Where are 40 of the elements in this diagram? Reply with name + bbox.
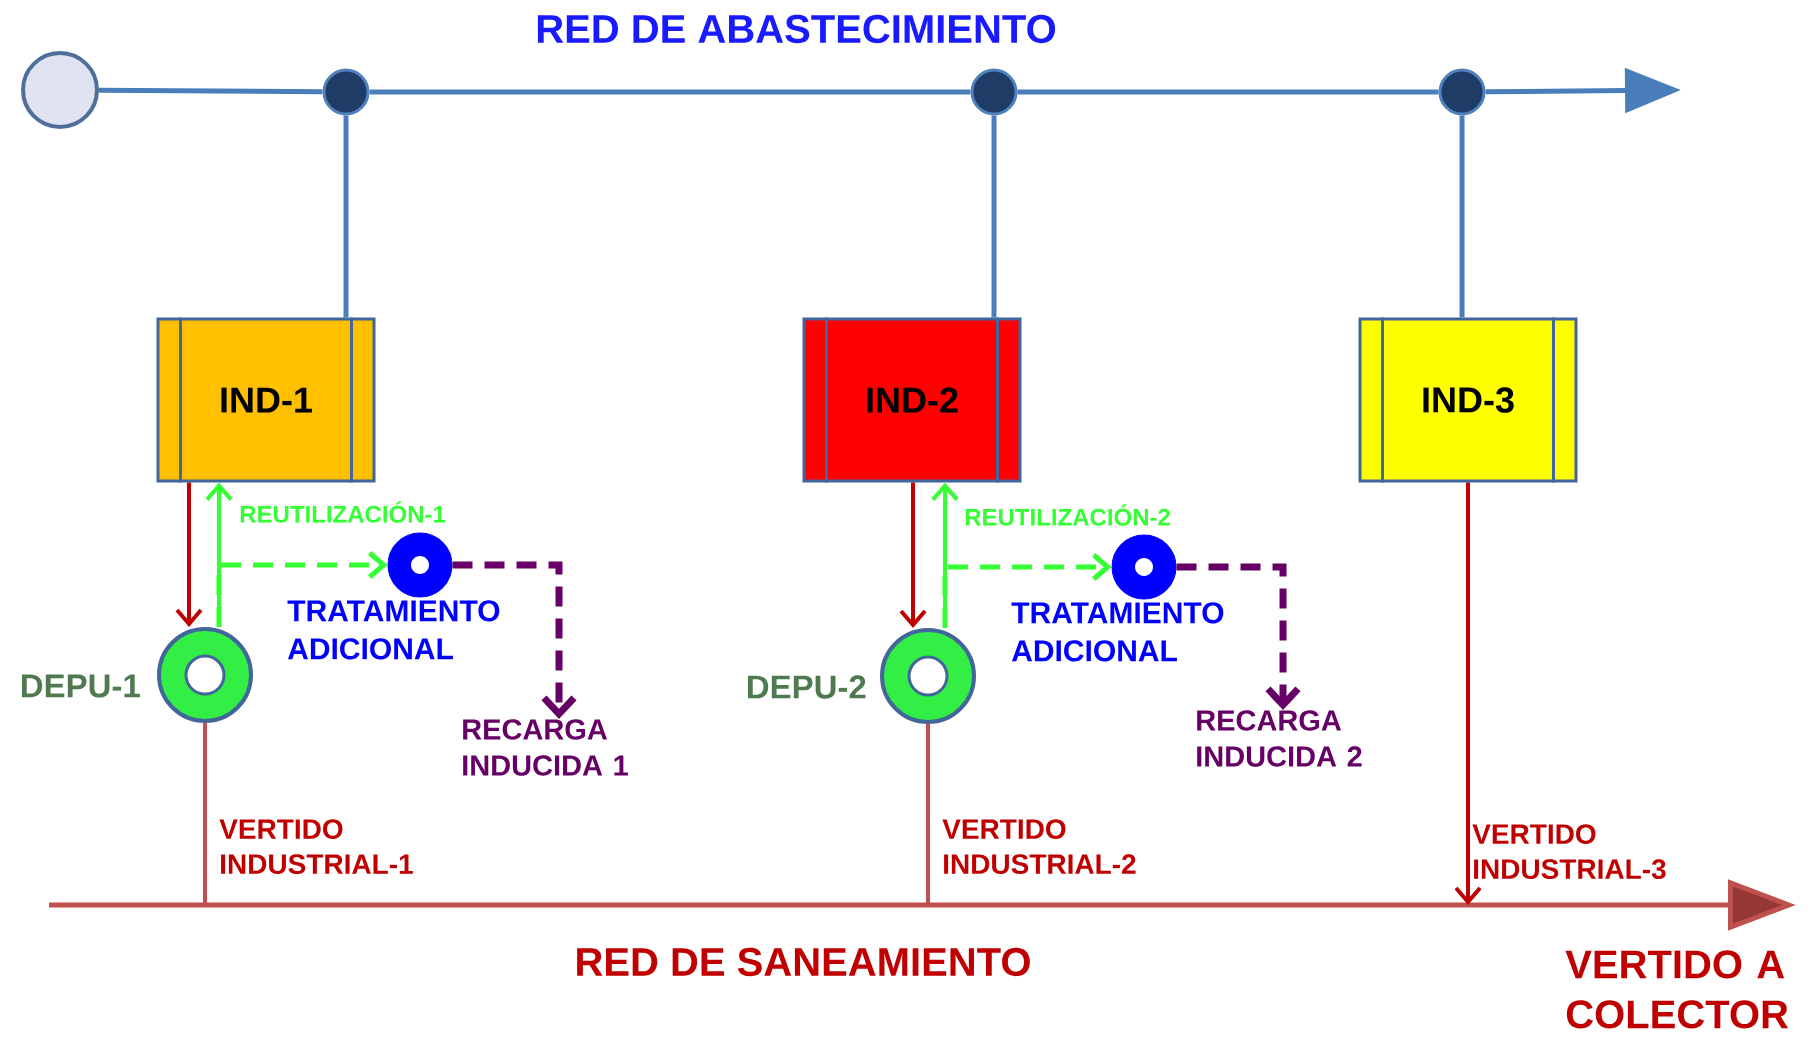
junction-dot: [970, 68, 1018, 116]
pipe-line: [1459, 115, 1465, 318]
industry-box: IND-3: [1358, 317, 1578, 483]
pipe-line: [926, 724, 930, 905]
node-caption: DEPU-1: [22, 674, 140, 698]
treatment-ring: [387, 532, 453, 598]
pipe-line: [98, 87, 323, 95]
edge-label: REUTILIZACIÓN-1: [240, 501, 446, 523]
node-caption: TRATAMIENTO ADICIONAL: [1011, 602, 1224, 662]
node-caption: TRATAMIENTO ADICIONAL: [287, 600, 500, 660]
treatment-ring: [1111, 534, 1177, 600]
edge-label: VERTIDO INDUSTRIAL-3: [1472, 824, 1666, 880]
pipe-line: [343, 115, 349, 318]
industry-box: IND-1: [156, 317, 376, 483]
recharge-label: RECARGA INDUCIDA 2: [1197, 710, 1362, 767]
network-label: RED DE SANEAMIENTO: [577, 947, 1030, 977]
pipe-line: [991, 115, 997, 318]
arrow: [942, 553, 1112, 628]
treatment-plant-ring: [157, 627, 253, 723]
arrow: [452, 561, 577, 719]
pipe-line: [203, 723, 207, 905]
treatment-plant-ring: [880, 628, 976, 724]
recharge-label: RECARGA INDUCIDA 1: [463, 719, 628, 776]
arrow: [175, 482, 203, 627]
pipe-line: [1017, 89, 1439, 95]
industry-box: IND-2: [802, 317, 1022, 483]
junction-dot: [1438, 68, 1486, 116]
network-label: RED DE ABASTECIMIENTO: [537, 14, 1056, 44]
arrow: [1454, 482, 1482, 905]
arrow: [216, 551, 388, 627]
arrow: [899, 482, 927, 628]
junction-dot: [322, 68, 370, 116]
edge-label: VERTIDO INDUSTRIAL-1: [219, 819, 413, 875]
pipe-line: [369, 89, 971, 95]
arrow: [1176, 563, 1301, 710]
source-circle: [21, 51, 99, 129]
edge-label: REUTILIZACIÓN-2: [965, 504, 1170, 526]
network-label: VERTIDO A COLECTOR: [1565, 950, 1789, 1029]
edge-label: VERTIDO INDUSTRIAL-2: [942, 819, 1136, 875]
node-caption: DEPU-2: [748, 675, 866, 699]
